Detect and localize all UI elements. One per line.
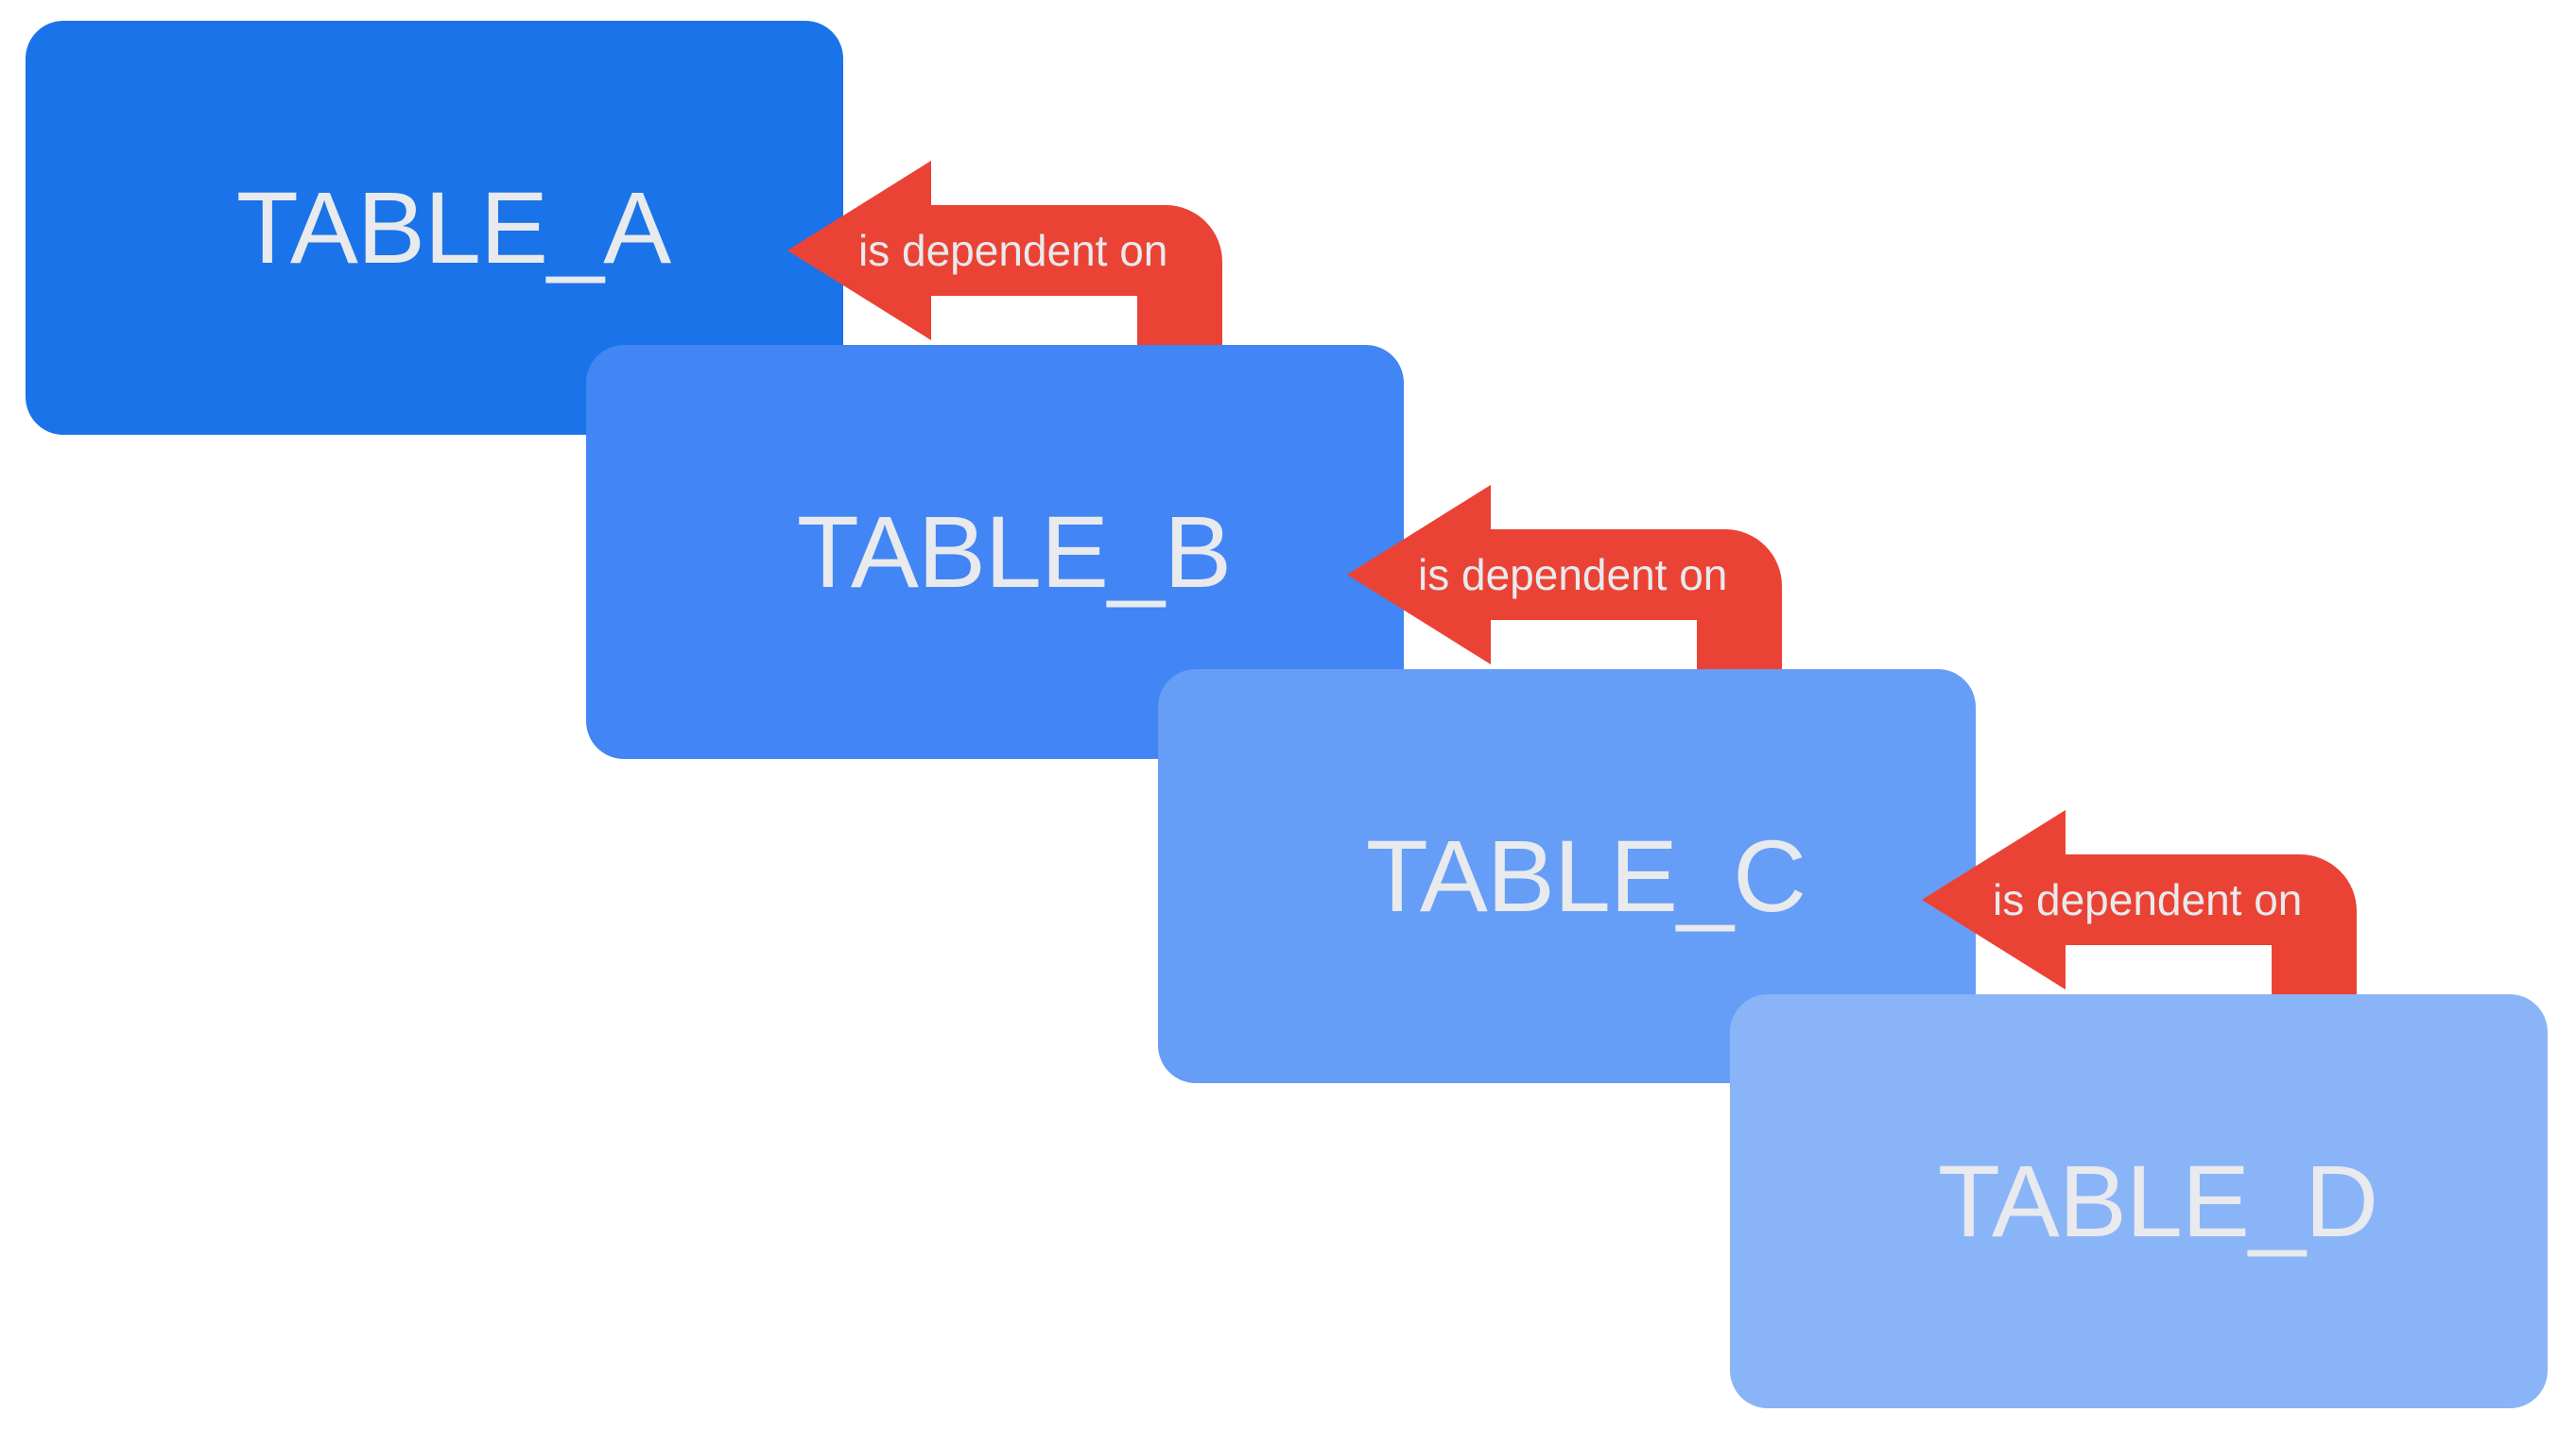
dependency-arrow-icon <box>1347 485 1782 731</box>
dependency-arrow-icon <box>787 161 1222 406</box>
node-label-table-a: TABLE_A <box>235 170 671 284</box>
node-label-table-b: TABLE_B <box>796 494 1232 609</box>
dependency-arrow-icon <box>1922 810 2357 1056</box>
node-table-d[interactable]: TABLE_D <box>1730 994 2548 1408</box>
node-label-table-c: TABLE_C <box>1365 818 1807 933</box>
node-label-table-d: TABLE_D <box>1937 1144 2378 1258</box>
node-table-a[interactable]: TABLE_A <box>26 21 843 435</box>
